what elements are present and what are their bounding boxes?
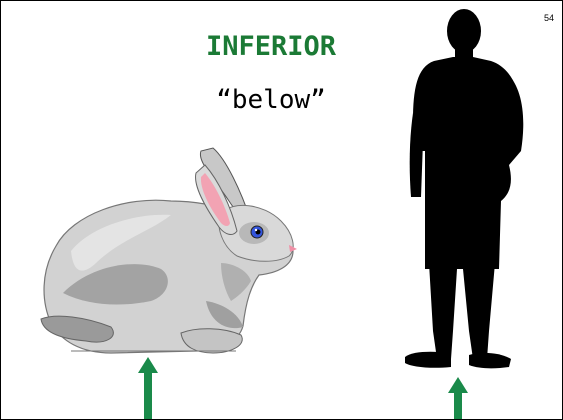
slide-title: INFERIOR — [205, 31, 337, 62]
rabbit-icon — [40, 147, 297, 354]
up-arrow-icon — [138, 357, 158, 419]
slide-subtitle: “below” — [216, 85, 326, 115]
standing-man-icon — [405, 9, 524, 369]
page-number: 54 — [543, 13, 554, 23]
up-arrow-icon — [448, 377, 468, 419]
